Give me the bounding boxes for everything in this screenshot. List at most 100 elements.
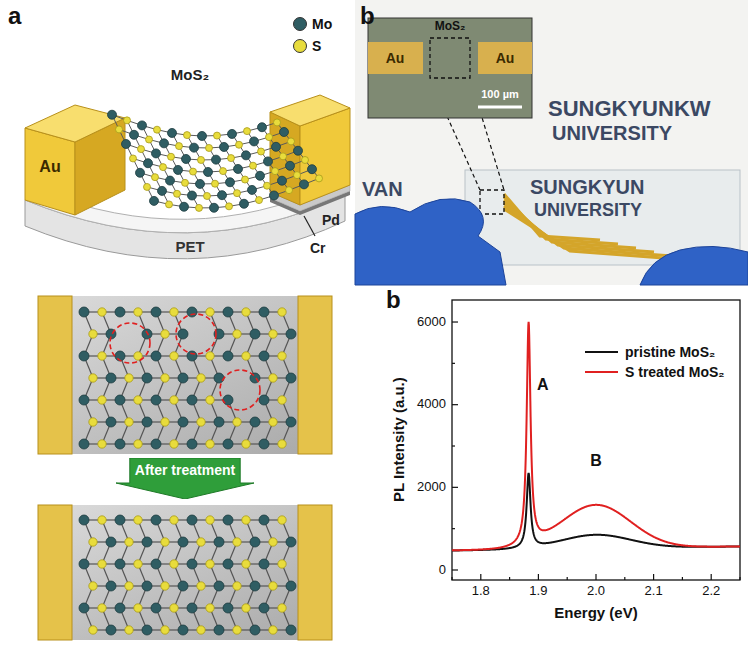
- s-atom: [214, 132, 221, 139]
- mo-atom: [259, 603, 269, 613]
- s-atom: [272, 168, 279, 175]
- x-tick: [538, 574, 539, 580]
- printed-text: UNIVERSITY: [534, 200, 642, 221]
- mo-atom: [115, 603, 125, 613]
- defect-circle: [110, 323, 150, 363]
- s-atom: [161, 330, 169, 338]
- s-atom: [250, 162, 257, 169]
- mo-atom: [187, 559, 197, 569]
- peak-label: B: [590, 452, 602, 470]
- panel-letter: a: [8, 2, 21, 30]
- mo-atom: [151, 307, 161, 317]
- s-atom: [170, 604, 178, 612]
- mo-atom: [187, 351, 197, 361]
- s-atom: [134, 396, 142, 404]
- mo-atom: [259, 395, 269, 405]
- s-atom: [278, 604, 286, 612]
- s-atom: [170, 440, 178, 448]
- s-atom: [274, 119, 281, 126]
- material-label: MoS₂: [171, 66, 209, 83]
- mo-atom: [144, 159, 153, 168]
- panel-letter: b: [360, 2, 375, 30]
- leader-line: [304, 216, 315, 236]
- mo-atom: [108, 110, 117, 119]
- x-tick: [451, 577, 452, 580]
- layer-label: Cr: [310, 240, 326, 256]
- s-atom: [242, 176, 249, 183]
- axis-title: Energy (eV): [554, 604, 637, 621]
- s-atom: [161, 418, 169, 426]
- mo-atom: [223, 515, 233, 525]
- glove: [355, 199, 506, 285]
- s-atom: [220, 168, 227, 175]
- y-tick: [452, 363, 455, 364]
- au-pad: [368, 42, 423, 74]
- s-atom: [286, 187, 293, 194]
- s-atom: [89, 582, 97, 590]
- mo-atom: [212, 155, 221, 164]
- s-atom: [206, 144, 213, 151]
- mo-atom: [79, 351, 89, 361]
- mo-atom: [256, 171, 265, 180]
- mo-atom: [272, 142, 281, 151]
- mo-atom: [204, 167, 213, 176]
- mo-atom: [223, 603, 233, 613]
- s-atom: [206, 396, 214, 404]
- s-atom: [242, 560, 250, 568]
- s-atom: [316, 175, 323, 182]
- s-atom: [236, 141, 243, 148]
- mo-atom: [79, 439, 89, 449]
- s-atom: [206, 440, 214, 448]
- s-atom: [206, 308, 214, 316]
- x-tick: [567, 577, 568, 580]
- mo-atom: [106, 625, 116, 635]
- x-tick: [653, 574, 654, 580]
- axis-ticks: [452, 322, 740, 580]
- s-atom: [98, 396, 106, 404]
- substrate-area: [38, 505, 332, 640]
- mo-atom: [178, 417, 188, 427]
- mo-atom: [151, 439, 161, 449]
- tick-label: 2.0: [587, 584, 605, 599]
- substrate-area: [38, 296, 332, 454]
- s-atom: [161, 538, 169, 546]
- mo-atom: [142, 373, 152, 383]
- s-atom: [226, 203, 233, 210]
- legend-swatch: [293, 39, 307, 53]
- electrode-fan: [504, 194, 690, 260]
- mo-atom: [250, 137, 259, 146]
- y-tick: [452, 569, 458, 570]
- mo-atom: [178, 625, 188, 635]
- mo-atom: [168, 128, 177, 137]
- mo-atom: [142, 537, 152, 547]
- mo-atom: [240, 199, 249, 208]
- s-atom: [170, 396, 178, 404]
- mo-atom: [218, 191, 227, 200]
- s-atom: [278, 308, 286, 316]
- s-atom: [170, 560, 178, 568]
- mo-atom: [106, 417, 116, 427]
- s-atom: [278, 440, 286, 448]
- s-atom: [228, 155, 235, 162]
- tick-label: 2000: [417, 480, 446, 495]
- defect-circle: [220, 370, 260, 410]
- s-atom: [170, 308, 178, 316]
- mo-atom: [151, 603, 161, 613]
- gold-electrode: [38, 296, 72, 454]
- mos2-lattice: [79, 515, 296, 635]
- s-atom: [269, 418, 277, 426]
- s-atom: [264, 182, 271, 189]
- mo-atom: [142, 625, 152, 635]
- legend-text: pristine MoS₂: [625, 344, 715, 360]
- mo-atom: [286, 417, 296, 427]
- gold-electrode: [298, 505, 332, 640]
- s-atom: [89, 418, 97, 426]
- mo-atom: [180, 202, 189, 211]
- glove: [640, 246, 748, 285]
- mo-atom: [223, 439, 233, 449]
- mo-atom: [136, 168, 145, 177]
- inset-label: MoS₂: [435, 20, 466, 34]
- mo-atom: [187, 515, 197, 525]
- peak-label: A: [537, 376, 549, 394]
- x-tick: [624, 577, 625, 580]
